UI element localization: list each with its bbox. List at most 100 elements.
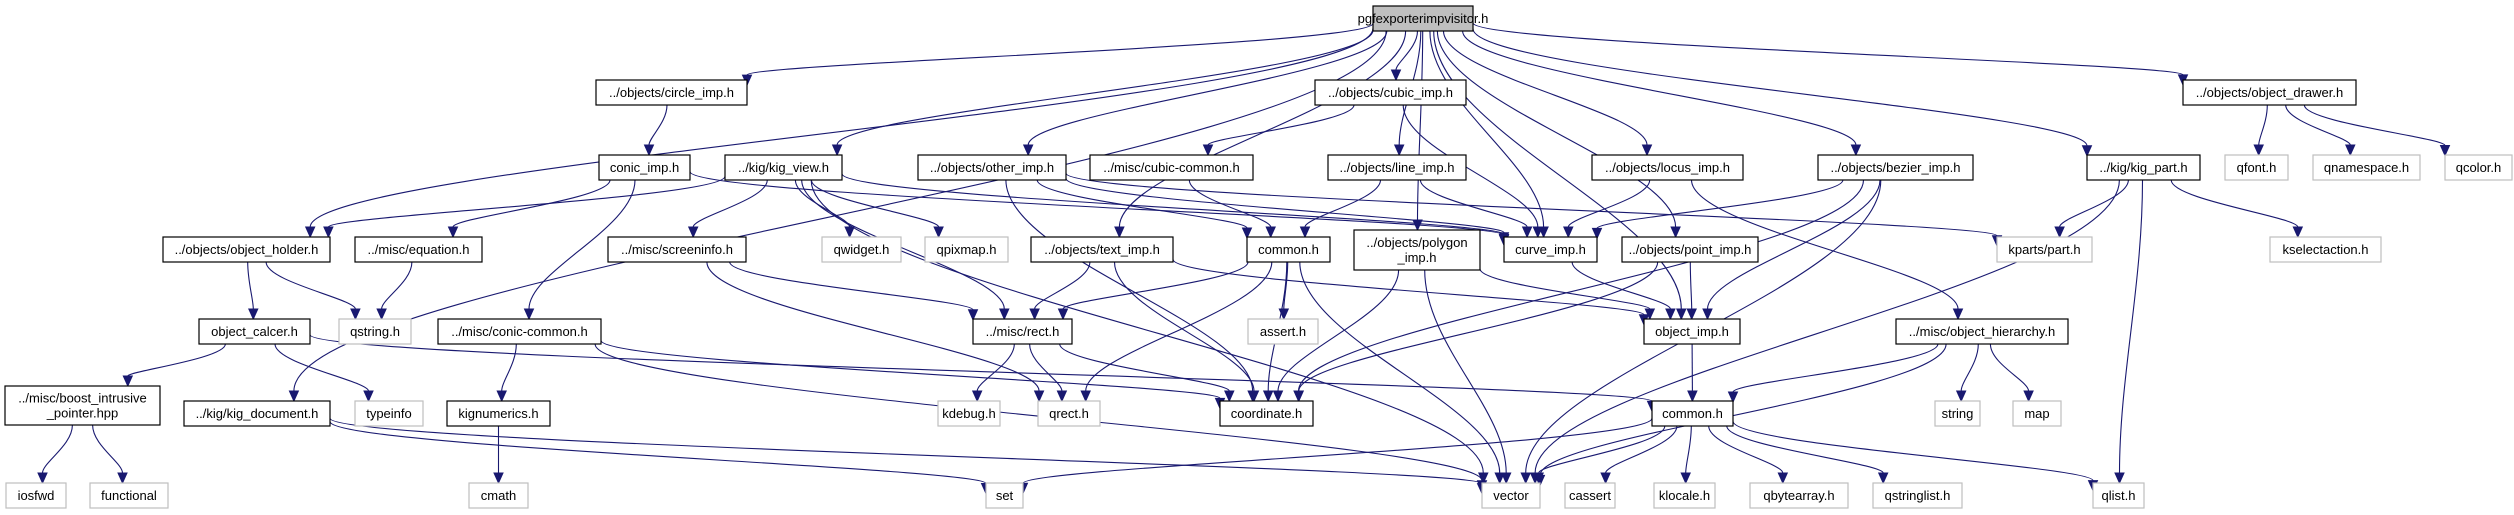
edge-common2-to-cassert <box>1600 425 1678 485</box>
edge-point-imp-to-object-imp <box>1686 261 1697 321</box>
node-bezier-imp[interactable]: ../objects/bezier_imp.h <box>1817 154 1974 181</box>
arrowhead-icon <box>1500 472 1512 485</box>
edge-line <box>2170 179 2299 228</box>
edge-line <box>1304 179 1382 228</box>
node-text-imp[interactable]: ../objects/text_imp.h <box>1030 236 1174 263</box>
arrowhead-icon <box>2081 145 2093 158</box>
arrowhead-icon <box>1029 308 1040 321</box>
node-klocale: klocale.h <box>1653 482 1716 509</box>
node-label: ../objects/locus_imp.h <box>1605 160 1730 175</box>
node-locus-imp[interactable]: ../objects/locus_imp.h <box>1591 154 1744 181</box>
node-coordinate[interactable]: coordinate.h <box>1219 400 1314 427</box>
node-label: ../kig/kig_part.h <box>2099 160 2187 175</box>
node-label: ../objects/object_drawer.h <box>2196 85 2343 100</box>
node-kdebug: kdebug.h <box>937 400 1001 427</box>
node-label: common.h <box>1662 406 1723 421</box>
node-boost-ptr[interactable]: ../misc/boost_intrusive_pointer.hpp <box>4 385 161 426</box>
edge-line <box>692 179 768 228</box>
node-root[interactable]: pgfexporterimpvisitor.h <box>1358 5 1489 32</box>
edge-line <box>1402 104 1539 228</box>
node-label: ../misc/screeninfo.h <box>621 242 733 257</box>
node-label: qcolor.h <box>2456 160 2502 175</box>
node-label: ../objects/polygon <box>1366 235 1467 250</box>
edge-kig-view-to-screeninfo <box>687 179 768 239</box>
node-screeninfo[interactable]: ../misc/screeninfo.h <box>607 236 747 263</box>
node-qstring: qstring.h <box>338 318 412 345</box>
node-object-drawer[interactable]: ../objects/object_drawer.h <box>2182 79 2357 106</box>
edge-line <box>1732 421 2094 482</box>
node-kig-document[interactable]: ../kig/kig_document.h <box>183 400 331 427</box>
arrowhead-icon <box>1262 390 1274 403</box>
edge-line <box>1960 343 1979 392</box>
node-box <box>2092 482 2145 509</box>
edge-line <box>247 261 254 310</box>
node-object-hierarchy[interactable]: ../misc/object_hierarchy.h <box>1895 318 2069 345</box>
arrowhead-icon <box>2253 144 2264 157</box>
node-line-imp[interactable]: ../objects/line_imp.h <box>1327 154 1467 181</box>
node-object-imp[interactable]: object_imp.h <box>1643 318 1741 345</box>
arrowhead-icon <box>1248 390 1260 403</box>
edge-line <box>810 179 1484 474</box>
arrowhead-icon <box>1702 308 1713 321</box>
edge-common2-to-qstringlist <box>1726 425 1889 485</box>
node-box <box>2086 154 2201 181</box>
arrowhead-icon <box>2292 226 2304 239</box>
arrowhead-icon <box>1299 226 1311 239</box>
node-equation[interactable]: ../misc/equation.h <box>354 236 483 263</box>
node-label: ../kig/kig_view.h <box>738 160 829 175</box>
node-box <box>821 236 902 263</box>
node-box <box>1564 482 1616 509</box>
edge-line <box>1298 261 1659 392</box>
edge-line <box>1989 343 2030 392</box>
edge-line <box>2285 104 2351 146</box>
node-common2[interactable]: common.h <box>1651 400 1734 427</box>
node-kig-view[interactable]: ../kig/kig_view.h <box>724 154 843 181</box>
edge-line <box>1207 104 1355 146</box>
node-box <box>354 236 483 263</box>
node-box <box>1643 318 1741 345</box>
edge-root-to-cubic-imp <box>1390 30 1419 82</box>
node-label: qlist.h <box>2102 488 2136 503</box>
node-object-holder[interactable]: ../objects/object_holder.h <box>162 236 331 263</box>
node-curve-imp[interactable]: curve_imp.h <box>1503 236 1598 263</box>
node-cubic-common[interactable]: ../misc/cubic-common.h <box>1089 154 1254 181</box>
node-common1[interactable]: common.h <box>1246 236 1331 263</box>
arrowhead-icon <box>350 308 361 321</box>
node-label: ../misc/conic-common.h <box>451 324 588 339</box>
node-polygon-imp[interactable]: ../objects/polygon_imp.h <box>1353 229 1481 271</box>
node-cubic-imp[interactable]: ../objects/cubic_imp.h <box>1314 79 1467 106</box>
node-box <box>354 400 424 427</box>
node-box <box>2269 236 2382 263</box>
node-label: qnamespace.h <box>2324 160 2409 175</box>
edge-line <box>1299 261 1501 474</box>
edge-line <box>976 343 1015 392</box>
node-qlist: qlist.h <box>2092 482 2145 509</box>
node-label: object_calcer.h <box>211 324 298 339</box>
node-other-imp[interactable]: ../objects/other_imp.h <box>917 154 1067 181</box>
node-box <box>1089 154 1254 181</box>
edge-bezier-imp-to-object-imp <box>1702 179 1881 321</box>
node-kig-part[interactable]: ../kig/kig_part.h <box>2086 154 2201 181</box>
edge-object-drawer-to-qcolor <box>2303 104 2451 157</box>
arrowhead-icon <box>1265 226 1276 239</box>
arrowhead-icon <box>2023 390 2034 403</box>
arrowhead-icon <box>1202 144 1214 157</box>
arrowhead-icon <box>248 308 259 321</box>
edge-object-drawer-to-qnamespace <box>2285 104 2356 157</box>
node-label: common.h <box>1258 242 1319 257</box>
node-box <box>1872 482 1963 509</box>
edge-line <box>381 261 413 310</box>
arrowhead-icon <box>523 308 535 321</box>
node-circle-imp[interactable]: ../objects/circle_imp.h <box>595 79 748 106</box>
node-rect[interactable]: ../misc/rect.h <box>972 318 1073 345</box>
edge-boost-ptr-to-iosfwd <box>37 424 73 485</box>
node-assert: assert.h <box>1247 318 1319 345</box>
edge-bezier-imp-to-curve-imp <box>1591 179 1844 240</box>
node-qstringlist: qstringlist.h <box>1872 482 1963 509</box>
node-label: string <box>1942 406 1974 421</box>
node-conic-imp[interactable]: conic_imp.h <box>598 154 691 181</box>
node-point-imp[interactable]: ../objects/point_imp.h <box>1621 236 1759 263</box>
node-kignumerics[interactable]: kignumerics.h <box>446 400 551 427</box>
node-object-calcer[interactable]: object_calcer.h <box>198 318 311 345</box>
node-conic-common[interactable]: ../misc/conic-common.h <box>437 318 602 345</box>
